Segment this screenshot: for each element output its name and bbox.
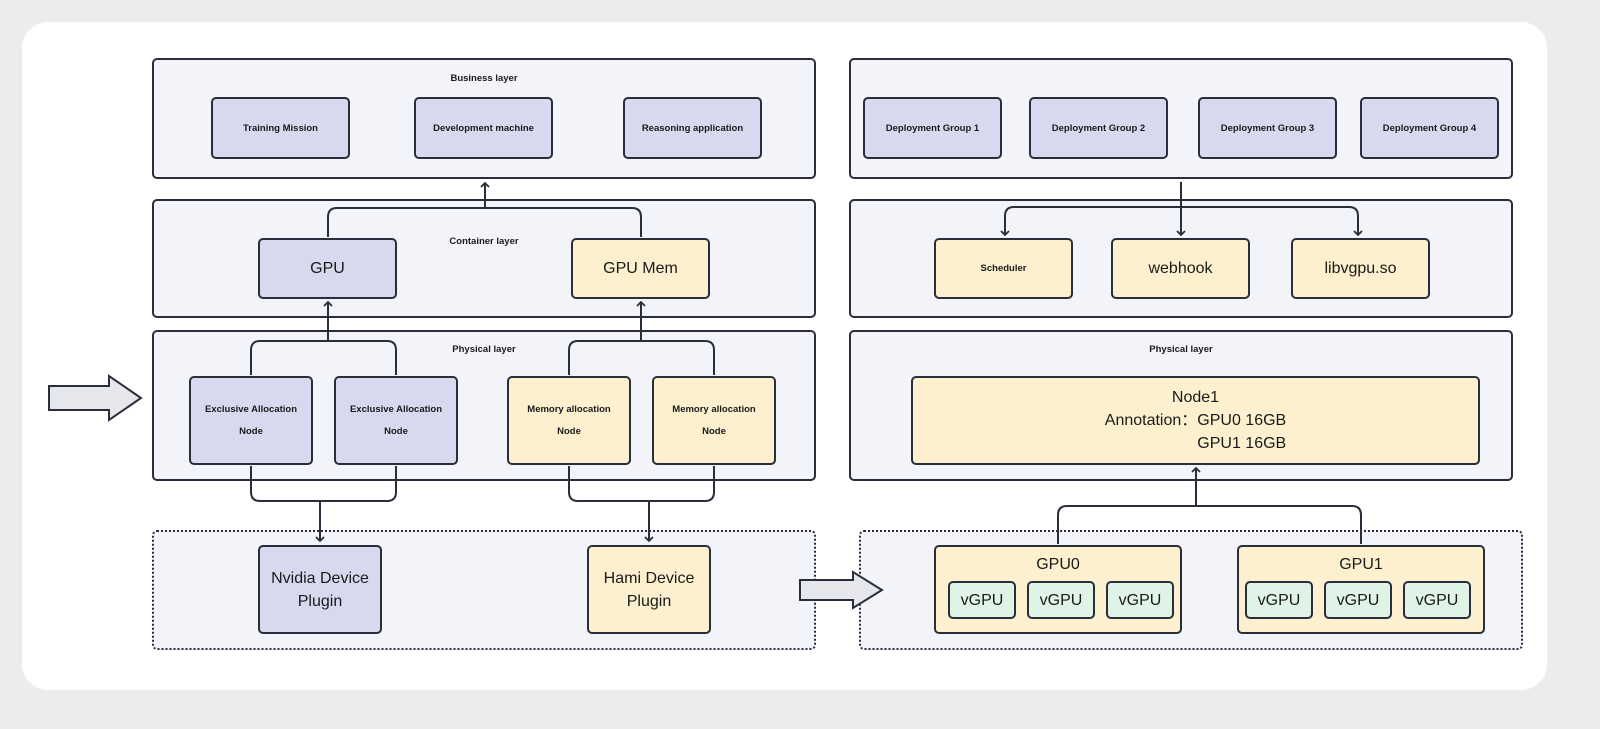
deployment-group-2-box: Deployment Group 2 <box>1029 97 1168 159</box>
vgpu-box: vGPU <box>1027 581 1095 619</box>
exclusive-nodes-to-gpu-connector <box>250 340 397 375</box>
webhook-box: webhook <box>1111 238 1250 299</box>
gpu-mem-label: GPU Mem <box>603 260 678 277</box>
reasoning-application-label: Reasoning application <box>641 122 744 134</box>
node-sub: Node <box>702 426 726 437</box>
training-mission-box: Training Mission <box>211 97 350 159</box>
node-label: Exclusive Allocation <box>349 404 443 415</box>
business-layer-title: Business layer <box>450 73 518 84</box>
node1-box: Node1 Annotation： GPU0 16GB GPU1 16GB <box>911 376 1480 465</box>
right-physical-layer-title: Physical layer <box>1149 344 1213 355</box>
deployment-group-label: Deployment Group 1 <box>885 122 980 134</box>
gpu1-title: GPU1 <box>1339 556 1383 573</box>
gpu-mem-box: GPU Mem <box>571 238 710 299</box>
development-machine-box: Development machine <box>414 97 553 159</box>
node-sub: Node <box>557 426 581 437</box>
vgpu-box: vGPU <box>1106 581 1174 619</box>
annotation-label: Annotation： <box>1104 412 1198 429</box>
node-label: Memory allocation <box>672 404 756 415</box>
vgpu-label: vGPU <box>1118 591 1162 609</box>
vgpu-label: vGPU <box>1415 591 1459 609</box>
development-machine-label: Development machine <box>433 122 534 134</box>
transition-arrow-icon <box>799 570 884 610</box>
training-mission-label: Training Mission <box>243 122 318 134</box>
entry-arrow-icon <box>48 374 143 422</box>
vgpu-label: vGPU <box>960 591 1004 609</box>
memory-allocation-node-1: Memory allocation Node <box>507 376 631 465</box>
memory-allocation-node-2: Memory allocation Node <box>652 376 776 465</box>
left-physical-layer-title: Physical layer <box>452 344 516 355</box>
node-label: Exclusive Allocation <box>204 404 298 415</box>
node1-name: Node1 <box>1171 389 1220 406</box>
libvgpu-box: libvgpu.so <box>1291 238 1430 299</box>
reasoning-application-box: Reasoning application <box>623 97 762 159</box>
deployment-group-1-box: Deployment Group 1 <box>863 97 1002 159</box>
vgpu-box: vGPU <box>948 581 1016 619</box>
container-to-business-connector <box>327 207 642 237</box>
deployment-group-3-box: Deployment Group 3 <box>1198 97 1337 159</box>
libvgpu-label: libvgpu.so <box>1324 260 1397 277</box>
memory-nodes-to-gpumem-connector <box>568 340 715 375</box>
plugin-line-1: Hami Device <box>603 569 695 587</box>
exclusive-allocation-node-2: Exclusive Allocation Node <box>334 376 458 465</box>
vgpu-box: vGPU <box>1245 581 1313 619</box>
plugin-line-2: Plugin <box>626 592 672 610</box>
vgpu-box: vGPU <box>1403 581 1471 619</box>
gpus-to-node1-connector <box>1057 505 1362 544</box>
exclusive-allocation-node-1: Exclusive Allocation Node <box>189 376 313 465</box>
vgpu-label: vGPU <box>1039 591 1083 609</box>
scheduler-box: Scheduler <box>934 238 1073 299</box>
plugin-line-1: Nvidia Device <box>271 569 369 587</box>
node-label: Memory allocation <box>527 404 611 415</box>
webhook-label: webhook <box>1148 260 1213 277</box>
annotation-value-gpu0: GPU0 16GB <box>1197 412 1287 429</box>
container-layer-title: Container layer <box>449 236 519 247</box>
gpu0-title: GPU0 <box>1036 556 1080 573</box>
gpu-label: GPU <box>310 260 345 277</box>
exclusive-nodes-to-nvidia-connector <box>250 466 397 502</box>
scheduler-label: Scheduler <box>980 263 1027 274</box>
node-sub: Node <box>239 426 263 437</box>
hami-device-plugin-box: Hami Device Plugin <box>587 545 711 634</box>
vgpu-label: vGPU <box>1336 591 1380 609</box>
plugin-line-2: Plugin <box>297 592 343 610</box>
vgpu-box: vGPU <box>1324 581 1392 619</box>
gpu-box: GPU <box>258 238 397 299</box>
nvidia-device-plugin-box: Nvidia Device Plugin <box>258 545 382 634</box>
memory-nodes-to-hami-connector <box>568 466 715 502</box>
annotation-value-gpu1: GPU1 16GB <box>1197 435 1287 452</box>
node-sub: Node <box>384 426 408 437</box>
deployment-group-label: Deployment Group 2 <box>1051 122 1146 134</box>
deployment-group-4-box: Deployment Group 4 <box>1360 97 1499 159</box>
deployment-group-label: Deployment Group 3 <box>1220 122 1315 134</box>
vgpu-label: vGPU <box>1257 591 1301 609</box>
deployment-group-label: Deployment Group 4 <box>1382 122 1477 134</box>
